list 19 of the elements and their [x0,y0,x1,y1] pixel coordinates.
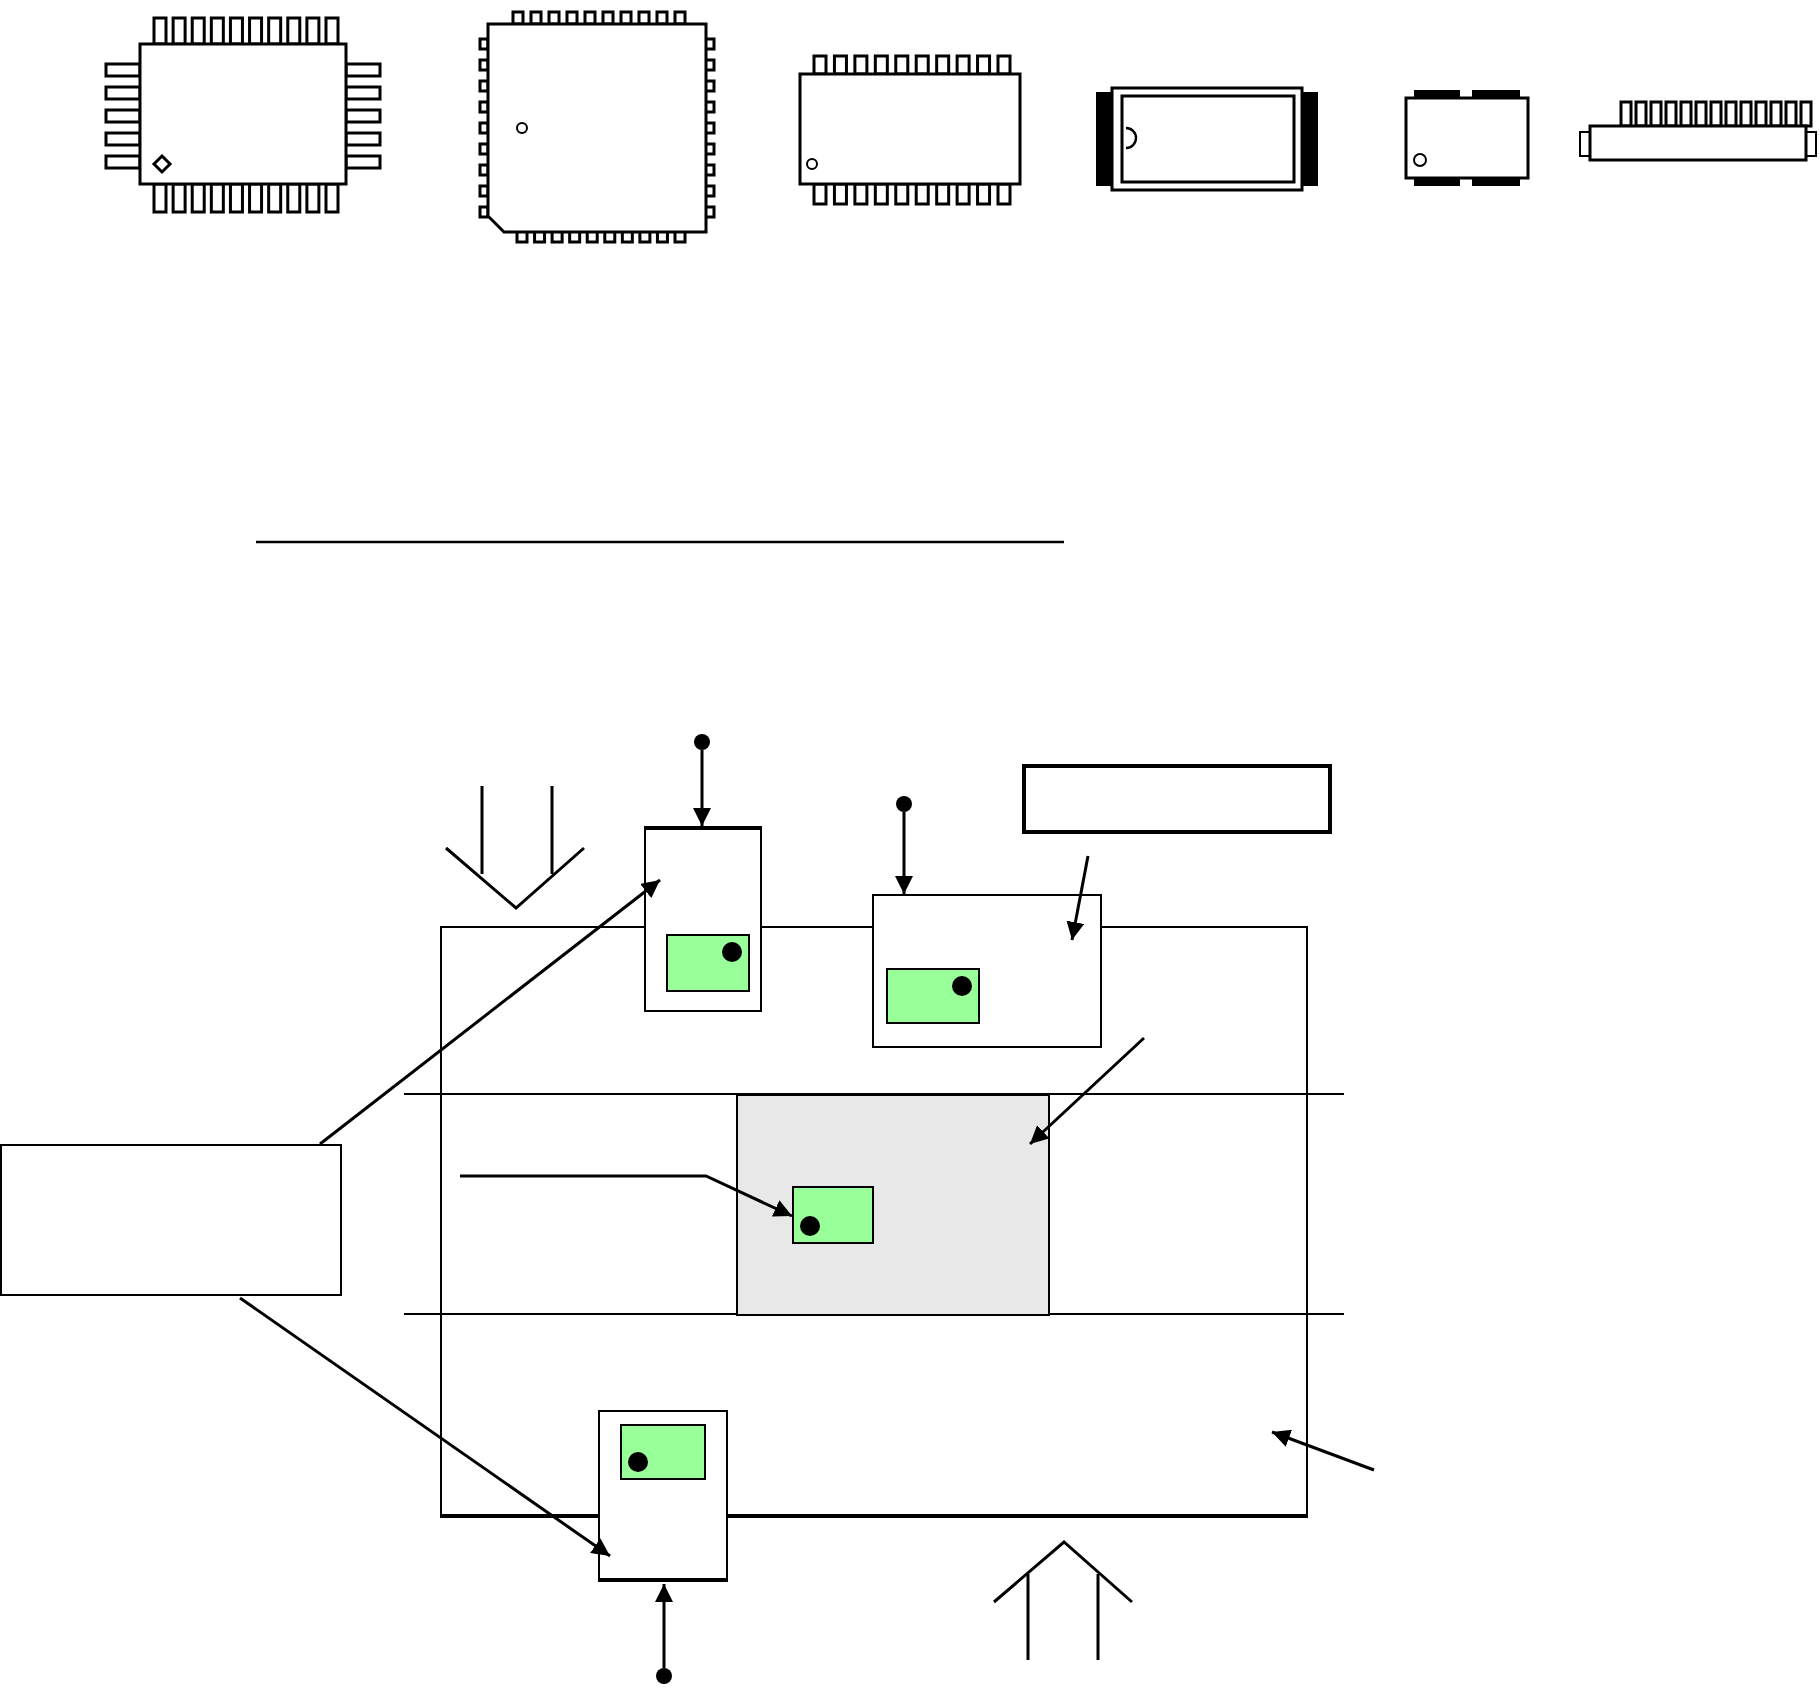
arrow [655,1584,673,1668]
arrow [1066,855,1090,941]
module-box [792,1186,874,1244]
module-box [620,1424,706,1480]
shaded-cell [736,1094,1050,1316]
arrow [895,812,913,894]
arrow [319,878,661,1146]
arrow [693,750,711,826]
terminal-dot [656,1668,672,1684]
empty-box [0,1144,342,1296]
empty-box [1022,764,1332,834]
arrow [239,1296,611,1558]
module-box [666,934,750,992]
terminal-dot [896,796,912,812]
leader-line [1271,1429,1375,1472]
terminal-dot [694,734,710,750]
leader-line [460,1174,793,1218]
leader-line [1028,1036,1146,1146]
module-box [886,968,980,1024]
